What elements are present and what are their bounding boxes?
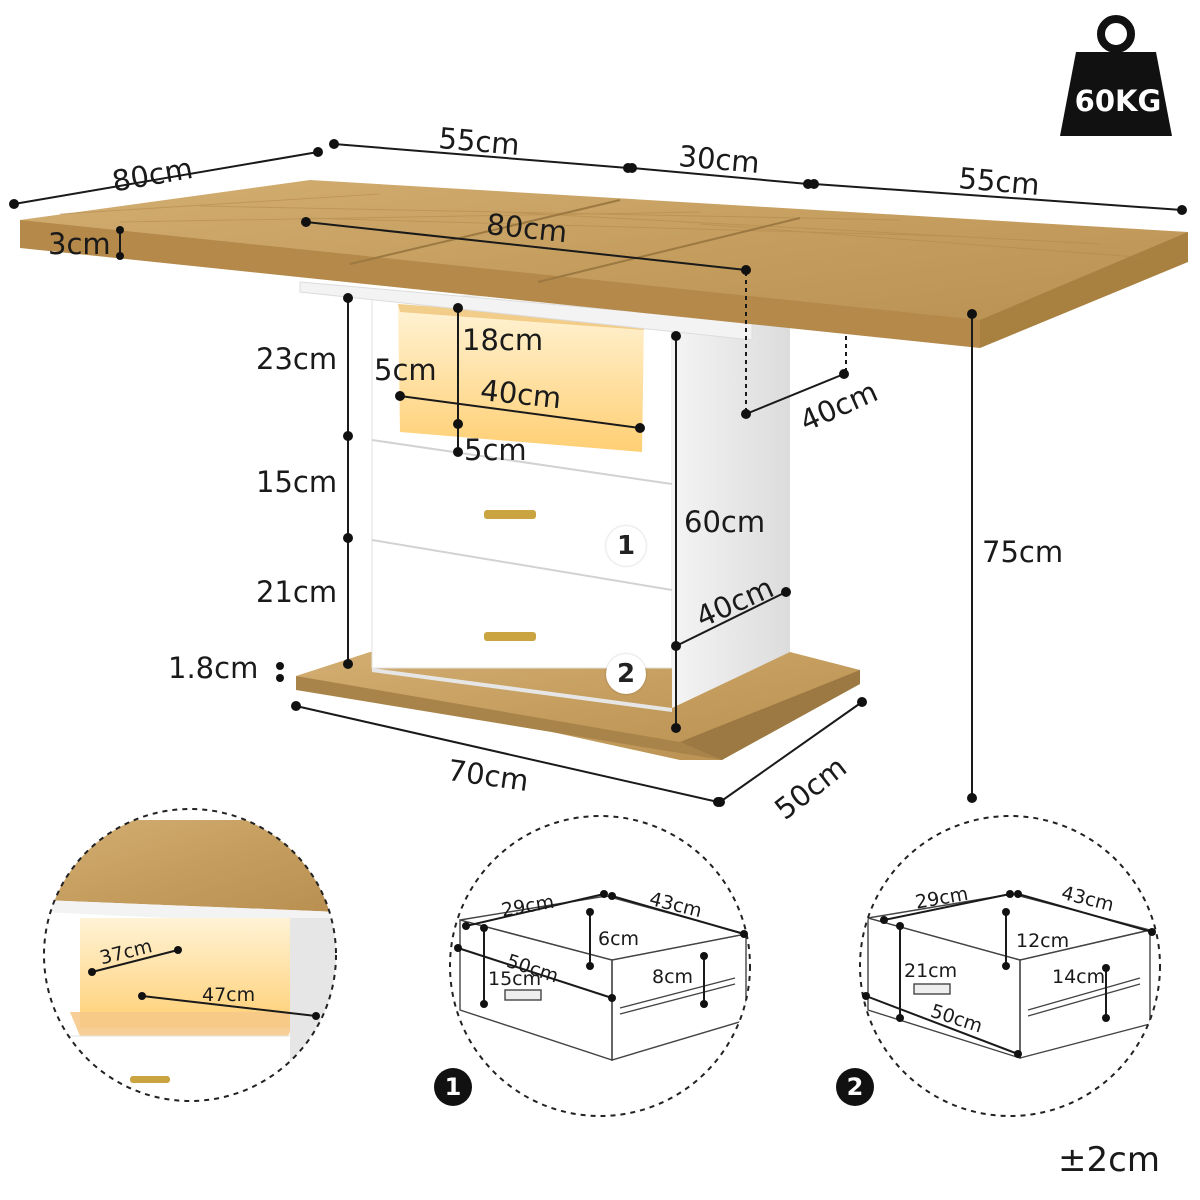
label-right-leaf: 55cm xyxy=(957,161,1042,202)
detail-drawer-1 xyxy=(449,815,751,1117)
detail-open-compartment xyxy=(43,808,337,1102)
drawer1-number: 1 xyxy=(606,526,646,566)
label-base-thickness: 1.8cm xyxy=(168,651,259,685)
dimension-lines xyxy=(13,143,1183,803)
badge-drawer-2: 2 xyxy=(836,1068,874,1106)
label-center-leaf: 30cm xyxy=(677,139,762,180)
label-d1-front-height: 15cm xyxy=(488,968,542,990)
cabinet-side xyxy=(672,300,790,708)
label-d2-side-height: 14cm xyxy=(1052,966,1106,988)
label-d1-inner-height: 6cm xyxy=(598,928,640,950)
label-drawer1-height: 15cm xyxy=(256,465,338,499)
drawer1-handle xyxy=(484,510,536,519)
label-top-thickness: 3cm xyxy=(48,227,111,261)
tolerance-label: ±2cm xyxy=(1058,1140,1160,1180)
label-left-leaf: 55cm xyxy=(437,121,522,162)
led-compartment xyxy=(398,304,644,452)
label-led-bottom: 5cm xyxy=(464,433,527,467)
label-inner-width: 80cm xyxy=(484,207,569,250)
detail-drawer-2 xyxy=(859,815,1161,1117)
label-d2-inner-height: 12cm xyxy=(1016,930,1070,952)
label-body-height: 60cm xyxy=(684,505,766,539)
weight-icon xyxy=(1060,15,1172,136)
dimension-dots xyxy=(9,139,1187,807)
label-d1-side-height: 8cm xyxy=(652,966,694,988)
drawer2-handle xyxy=(484,632,536,641)
label-d2-front-height: 21cm xyxy=(904,960,958,982)
drawer2-number: 2 xyxy=(606,654,646,694)
label-open-width: 47cm xyxy=(202,984,256,1006)
label-drawer2-height: 21cm xyxy=(256,575,338,609)
label-led-height: 18cm xyxy=(462,323,544,357)
badge-drawer-1: 1 xyxy=(434,1068,472,1106)
weight-label: 60KG xyxy=(1074,84,1162,118)
label-led-side: 5cm xyxy=(374,353,437,387)
label-overall-height: 75cm xyxy=(982,535,1064,569)
label-led-width: 40cm xyxy=(478,373,563,416)
label-open-height: 23cm xyxy=(256,342,338,376)
